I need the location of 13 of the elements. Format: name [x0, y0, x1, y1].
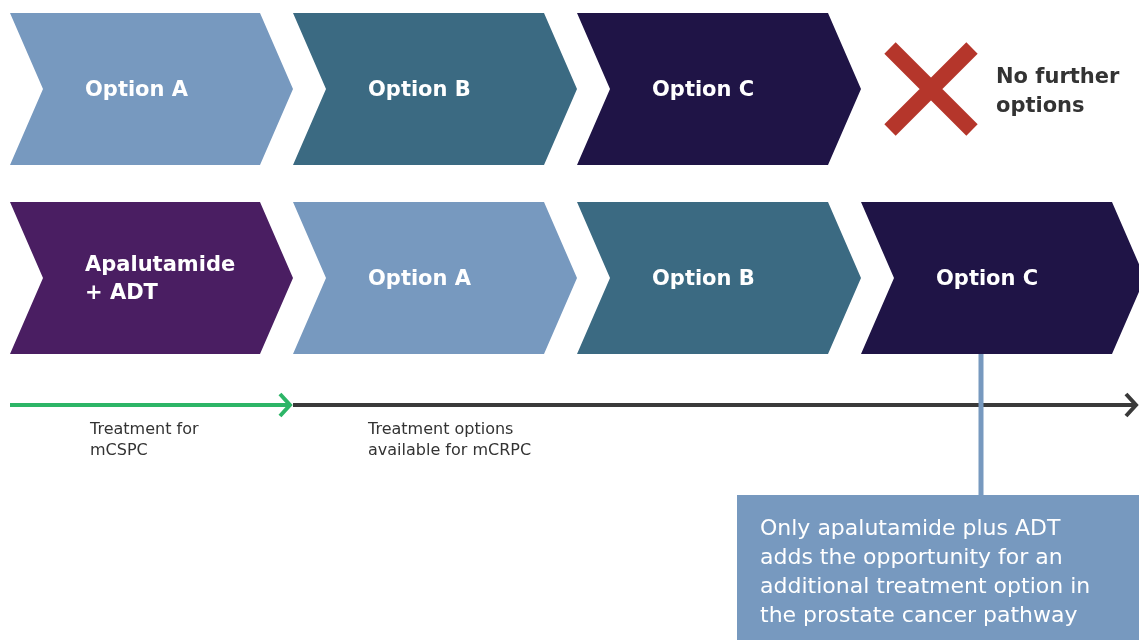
- step-label: Option B: [368, 76, 471, 103]
- step-label: Option A: [85, 76, 189, 103]
- leader-line: [978, 354, 984, 495]
- step-label: Option C: [652, 76, 755, 103]
- callout-box: [737, 495, 1139, 640]
- timeline-label: Treatment options available for mCRPC: [368, 418, 533, 460]
- step-label: Option A: [368, 265, 472, 292]
- step-label: Apalutamide + ADT: [85, 251, 237, 306]
- status-text: No further options: [996, 63, 1121, 119]
- callout-text: Only apalutamide plus ADT adds the opportunity for an additional treatment option in the prostate cancer pathway: [760, 515, 1091, 627]
- step-label: Option B: [652, 265, 755, 292]
- step-label: Option C: [936, 265, 1039, 292]
- timeline-label: Treatment for mCSPC: [90, 418, 200, 460]
